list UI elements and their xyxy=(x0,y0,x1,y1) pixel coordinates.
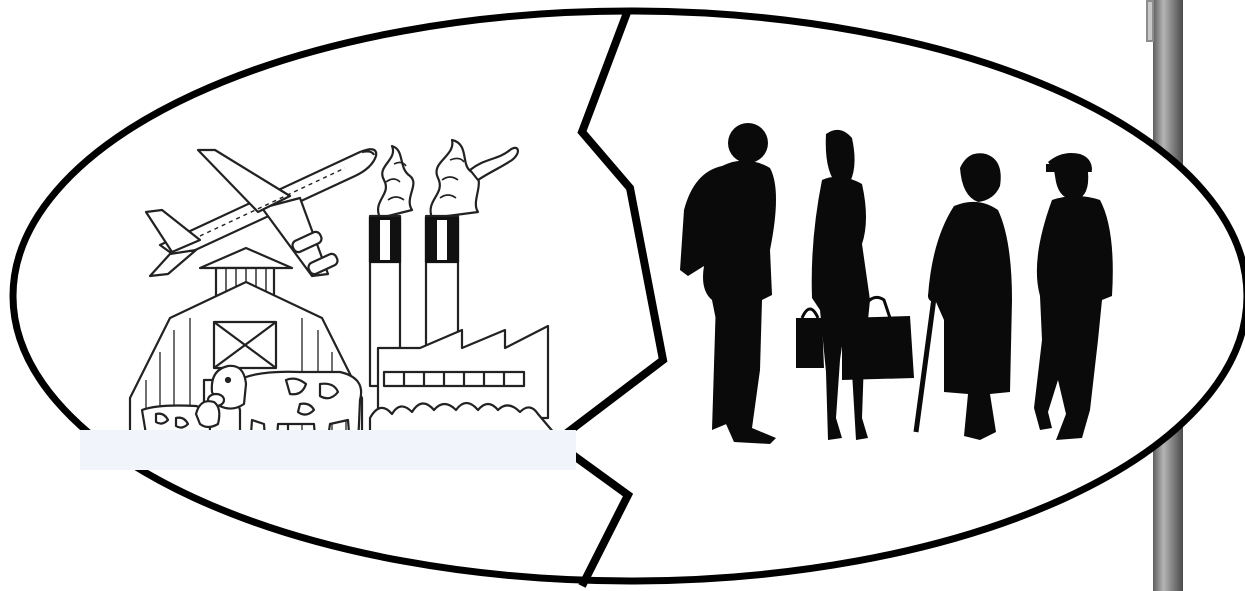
ground-strip xyxy=(80,430,576,470)
factory-windows xyxy=(384,372,524,386)
